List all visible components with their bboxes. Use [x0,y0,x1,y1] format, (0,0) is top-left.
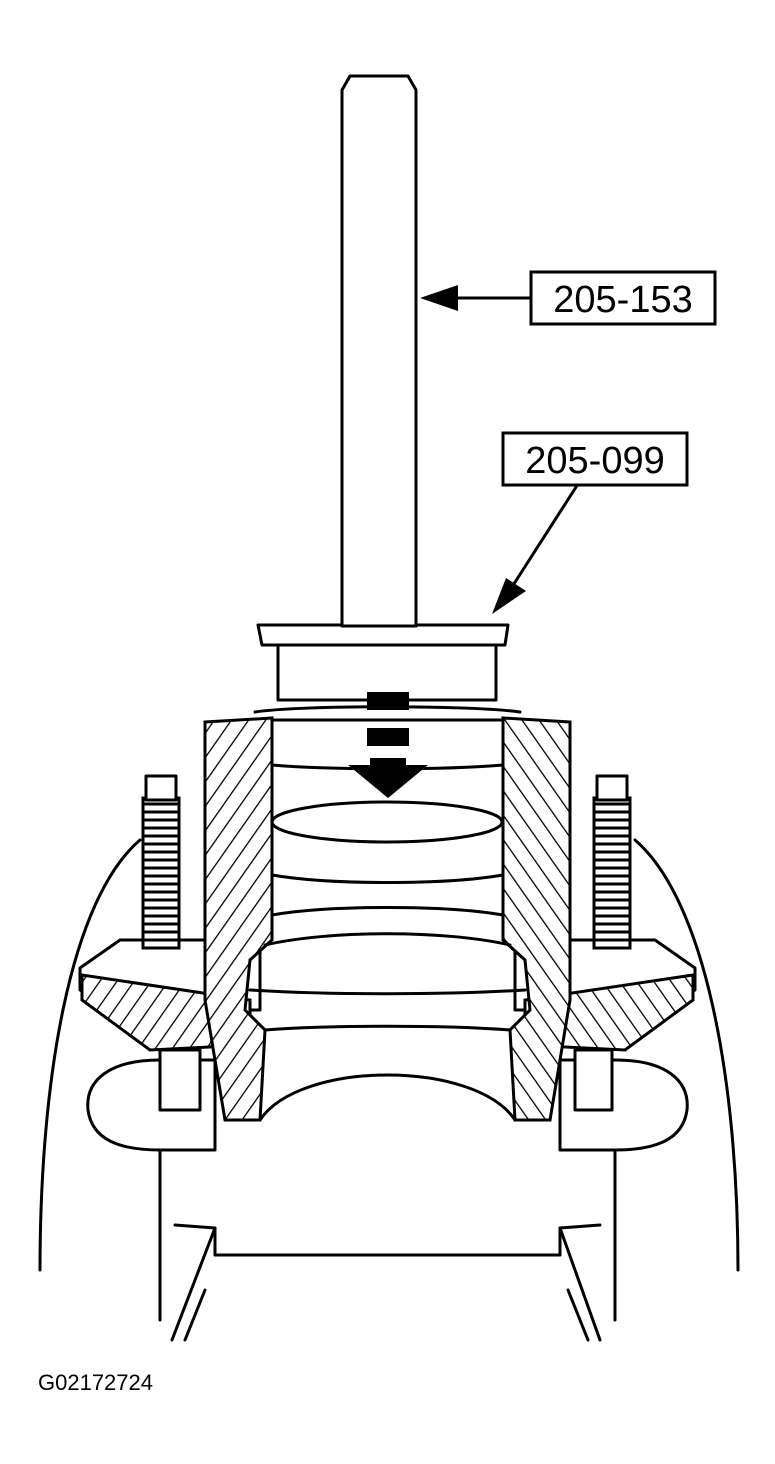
wheel-stud-left [141,774,181,950]
figure-id: G02172724 [38,1370,153,1395]
installer-tool-205-099 [256,623,510,702]
wheel-stud-right [592,774,632,950]
callout-label-205-153: 205-153 [553,279,692,321]
callout-205-153: 205-153 [420,270,717,326]
driver-handle-205-153 [340,74,418,628]
callout-205-099: 205-099 [492,431,689,614]
down-arrow-icon [348,692,428,798]
callout-label-205-099: 205-099 [525,440,664,482]
hub-cross-section [203,705,572,1122]
